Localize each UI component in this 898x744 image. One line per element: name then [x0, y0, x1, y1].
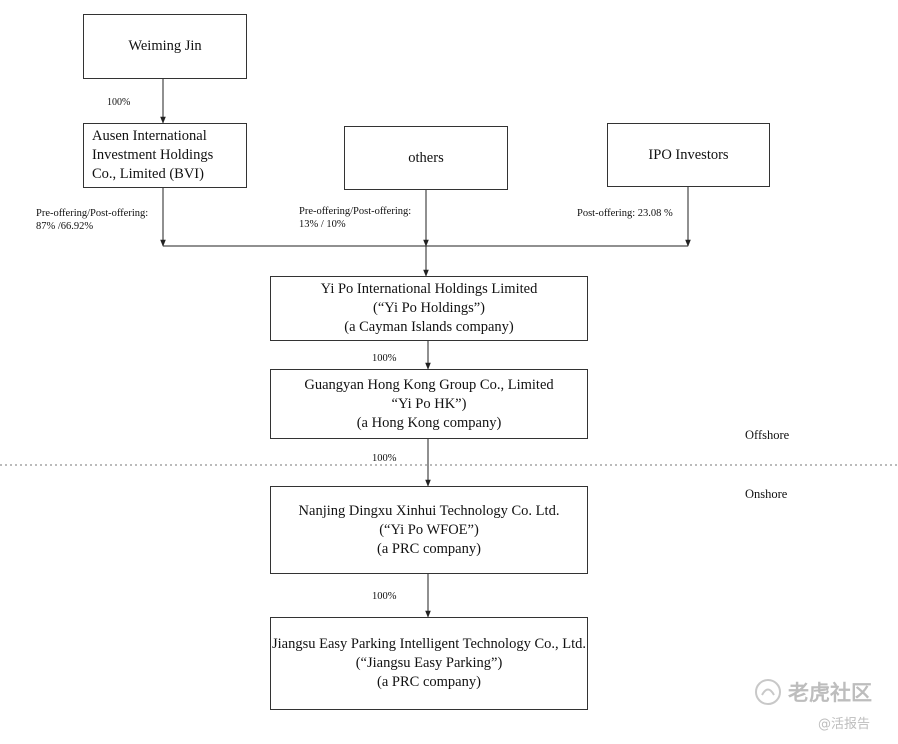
- edge-label-ipo-stake: Post-offering: 23.08 %: [577, 208, 673, 219]
- node-others: others: [344, 126, 508, 190]
- node-text: “Yi Po HK”): [391, 395, 467, 412]
- node-yipo-wfoe: Nanjing Dingxu Xinhui Technology Co. Ltd…: [270, 486, 588, 574]
- edge-label-others-stake: Pre-offering/Post-offering: 13% / 10%: [299, 205, 411, 231]
- edge-label-line: Pre-offering/Post-offering:: [299, 206, 412, 217]
- node-text: (“Yi Po WFOE”): [379, 521, 479, 538]
- node-text: (“Jiangsu Easy Parking”): [355, 655, 503, 671]
- edge-label-hk-to-wfoe: 100%: [372, 453, 397, 464]
- edge-label-wfoe-to-jiangsu: 100%: [372, 591, 397, 602]
- node-ipo-investors: IPO Investors: [607, 123, 770, 187]
- node-text: (a Hong Kong company): [356, 414, 502, 431]
- edge-label-line: 13% / 10%: [299, 219, 346, 230]
- node-yipo-holdings: Yi Po International Holdings Limited (“Y…: [270, 276, 588, 341]
- node-text: Investment Holdings: [92, 147, 214, 163]
- node-text: Nanjing Dingxu Xinhui Technology Co. Ltd…: [298, 502, 560, 519]
- node-text: Yi Po International Holdings Limited: [320, 281, 538, 297]
- node-text: (a Cayman Islands company): [344, 319, 514, 335]
- edge-label-jin-to-ausen: 100%: [107, 97, 131, 108]
- node-text: IPO Investors: [648, 146, 729, 163]
- edge-label-ausen-stake: Pre-offering/Post-offering: 87% /66.92%: [36, 207, 148, 233]
- node-text: (a PRC company): [377, 540, 481, 557]
- node-jiangsu-easy-parking: Jiangsu Easy Parking Intelligent Technol…: [270, 617, 588, 710]
- node-text: Co., Limited (BVI): [92, 166, 204, 182]
- watermark-handle: @活报告: [818, 717, 871, 732]
- edge-label-line: 87% /66.92%: [36, 221, 94, 232]
- node-text: Weiming Jin: [128, 38, 202, 54]
- node-ausen: Ausen International Investment Holdings …: [83, 123, 247, 188]
- node-text: Guangyan Hong Kong Group Co., Limited: [304, 376, 554, 393]
- watermark-logo-icon: [755, 679, 781, 705]
- node-weiming-jin: Weiming Jin: [83, 14, 247, 79]
- node-text: (a PRC company): [377, 674, 481, 690]
- node-yipo-hk: Guangyan Hong Kong Group Co., Limited “Y…: [270, 369, 588, 439]
- node-text: Jiangsu Easy Parking Intelligent Technol…: [271, 636, 587, 652]
- edge-label-line: Pre-offering/Post-offering:: [36, 208, 149, 219]
- region-label-onshore: Onshore: [745, 487, 788, 501]
- watermark-title: 老虎社区: [788, 681, 872, 705]
- node-text: (“Yi Po Holdings”): [373, 300, 485, 316]
- node-text: Ausen International: [92, 128, 207, 144]
- node-text: others: [408, 149, 444, 166]
- region-label-offshore: Offshore: [745, 428, 790, 442]
- edge-label-holdings-to-hk: 100%: [372, 353, 397, 364]
